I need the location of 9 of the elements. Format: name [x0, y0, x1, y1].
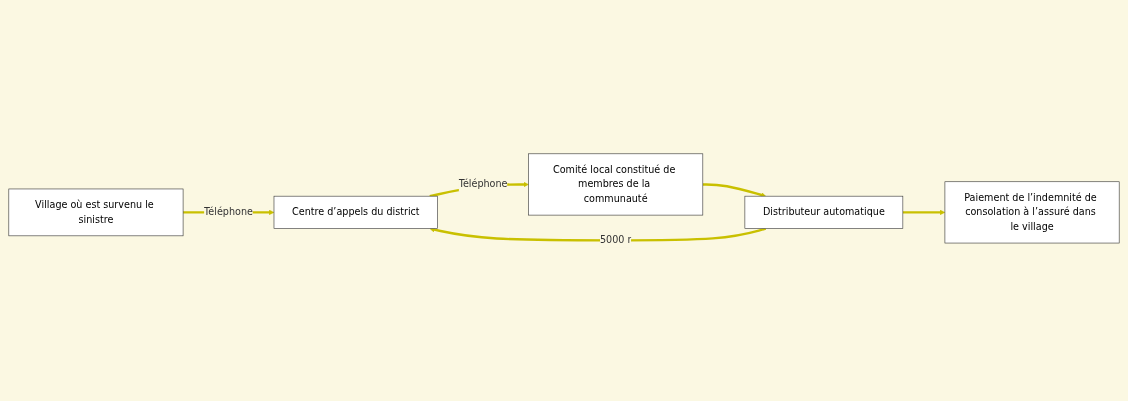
edge-label: 5000 r [599, 234, 632, 246]
node-box: Centre d’appels du district [273, 195, 438, 229]
edge-label: Téléphone [458, 178, 508, 190]
node-box: Comité local constitué de membres de la communauté [528, 153, 704, 216]
node-box: Distributeur automatique [744, 195, 904, 229]
node-box: Paiement de l’indemnité de consolation à l’assuré dans le village [944, 181, 1120, 244]
arrow [429, 226, 767, 242]
arrow [902, 209, 946, 215]
node-box: Village où est survenu le sinistre [8, 188, 184, 236]
